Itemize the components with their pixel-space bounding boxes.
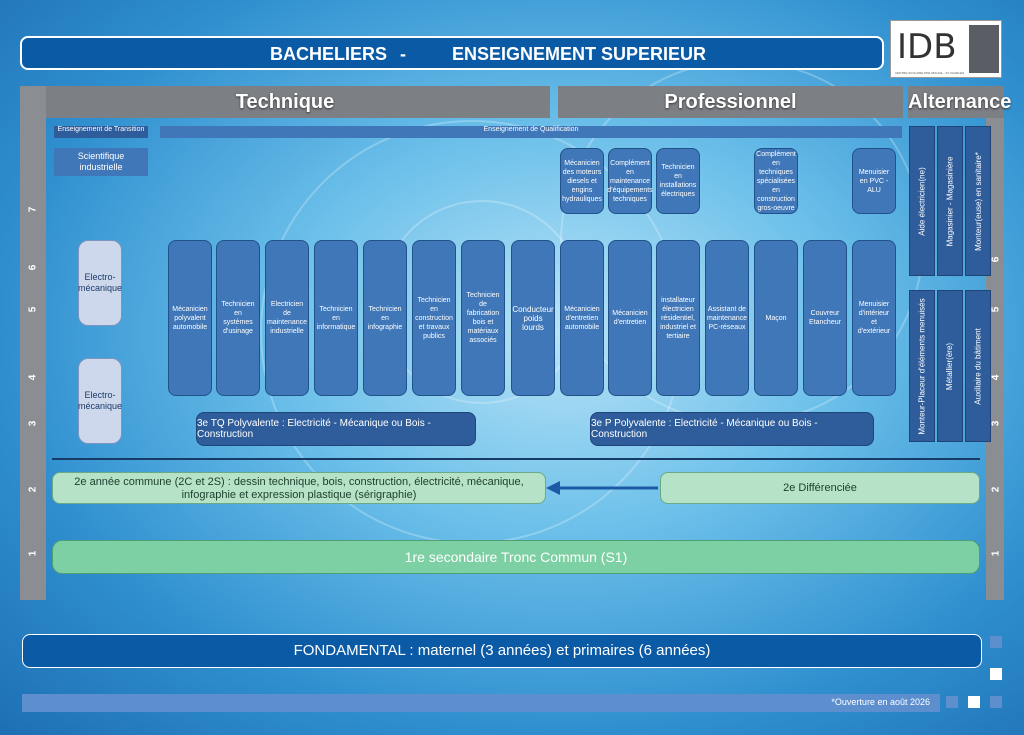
- footnote: *Ouverture en août 2026: [831, 697, 930, 707]
- deco-square: [990, 696, 1002, 708]
- main-box: Mécanicien d'entretien automobile: [560, 240, 604, 396]
- year-label: 1: [27, 550, 39, 557]
- main-box: Menuisier d'intérieur et d'extérieur: [852, 240, 896, 396]
- alternance-box: Aide électricien(ne): [909, 126, 935, 276]
- commune-line1: 2e année commune (2C et 2S) : dessin tec…: [74, 476, 524, 488]
- top-box: Mécanicien des moteurs diesels et engins…: [560, 148, 604, 214]
- commune-line2: infographie et expression plastique (sér…: [181, 489, 417, 501]
- divider: [52, 458, 980, 460]
- alternance-header: Alternance: [908, 86, 1011, 118]
- main-box: Assistant de maintenance PC-réseaux: [705, 240, 749, 396]
- main-box: Technicien de fabrication bois et matéri…: [461, 240, 505, 396]
- main-box: installateur électricien résidentiel, in…: [656, 240, 700, 396]
- alternance-box: Auxiliaire du bâtiment: [965, 290, 991, 442]
- year-label: 6: [27, 264, 39, 271]
- header-dash: -: [400, 44, 406, 64]
- header-banner: BACHELIERS - ENSEIGNEMENT SUPERIEUR: [20, 36, 884, 70]
- main-box: Mécanicien polyvalent automobile: [168, 240, 212, 396]
- top-box: Complément en techniques spécialisées en…: [754, 148, 798, 214]
- transition-label: Enseignement de Transition: [54, 126, 148, 138]
- main-box: Technicien en systèmes d'usinage: [216, 240, 260, 396]
- main-box: Mécanicien d'entretien: [608, 240, 652, 396]
- year-column-left: [20, 86, 46, 600]
- year-label: 2: [27, 486, 39, 493]
- logo-mark: [969, 25, 999, 73]
- top-box: Complément en maintenance d'équipements …: [607, 148, 653, 214]
- footer-bar: *Ouverture en août 2026: [22, 694, 940, 712]
- year-label: 4: [27, 374, 39, 381]
- year-label-right: 2: [990, 486, 1002, 493]
- header-bacheliers: BACHELIERS: [270, 44, 388, 64]
- alternance-box: Magasinier - Magasinière: [937, 126, 963, 276]
- main-box: Technicien en construction et travaux pu…: [412, 240, 456, 396]
- year-label: 5: [27, 306, 39, 313]
- fondamental-bar: FONDAMENTAL : maternel (3 années) et pri…: [22, 634, 982, 668]
- main-box: Couvreur Etancheur: [803, 240, 847, 396]
- alternance-box: Métallier(ère): [937, 290, 963, 442]
- deco-square: [990, 636, 1002, 648]
- tq-polyvalente-bar: 3e TQ Polyvalente : Electricité - Mécani…: [196, 412, 476, 446]
- electro-box-lower: Electro-mécanique: [78, 358, 122, 444]
- deco-square: [946, 696, 958, 708]
- logo-caption: CENTRE SCOLAIRE DINH BAUCE - ST CHARLES: [895, 71, 965, 75]
- alternance-box: Monteur(euse) en sanitaire*: [965, 126, 991, 276]
- commune-bar: 2e année commune (2C et 2S) : dessin tec…: [52, 472, 546, 504]
- qualification-label: Enseignement de Qualification: [160, 126, 902, 138]
- deco-square: [990, 668, 1002, 680]
- main-box: Maçon: [754, 240, 798, 396]
- professionnel-header: Professionnel: [558, 86, 903, 118]
- main-box: Technicien en informatique: [314, 240, 358, 396]
- arrow-left-icon: [546, 481, 658, 495]
- year-label: 7: [27, 206, 39, 213]
- p-polyvalente-bar: 3e P Polyvalente : Electricité - Mécaniq…: [590, 412, 874, 446]
- top-box: Technicien en installations électriques: [656, 148, 700, 214]
- header-superieur: ENSEIGNEMENT SUPERIEUR: [452, 44, 707, 64]
- logo-text: IDB: [897, 27, 957, 67]
- differenciee-bar: 2e Différenciée: [660, 472, 980, 504]
- tronc-commun-bar: 1re secondaire Tronc Commun (S1): [52, 540, 980, 574]
- year-label-right: 1: [990, 550, 1002, 557]
- deco-square: [968, 696, 980, 708]
- electro-box-upper: Electro-mécanique: [78, 240, 122, 326]
- main-box: Electricien de maintenance industrielle: [265, 240, 309, 396]
- logo: IDB CENTRE SCOLAIRE DINH BAUCE - ST CHAR…: [890, 20, 1002, 78]
- alternance-box: Monteur-Placeur d'éléments menuisés: [909, 290, 935, 442]
- technique-header: Technique: [20, 86, 550, 118]
- main-box: Technicien en infographie: [363, 240, 407, 396]
- year-label: 3: [27, 420, 39, 427]
- main-box: Conducteur poids lourds: [511, 240, 555, 396]
- top-box: Menuisier en PVC - ALU: [852, 148, 896, 214]
- scientifique-box: Scientifique industrielle: [54, 148, 148, 176]
